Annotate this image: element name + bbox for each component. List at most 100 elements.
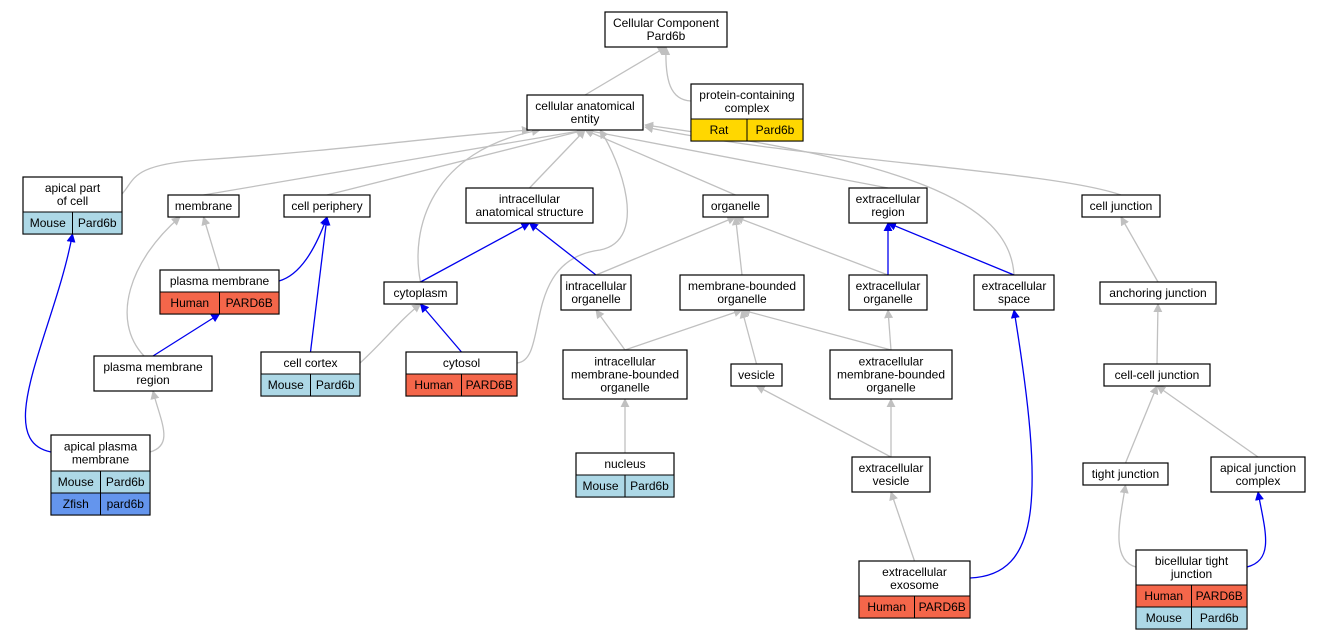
gene-label: Pard6b (316, 378, 355, 392)
edge-cae-to-root (584, 46, 667, 96)
edge-ecv-to-vesicle (755, 385, 892, 458)
edge-vesicle-to-mbo (739, 309, 758, 365)
term-label: cell periphery (291, 199, 362, 213)
term-label: extracellular (856, 279, 921, 293)
edge-pm-to-membrane (201, 216, 221, 271)
edge-organelle-to-cae (584, 129, 736, 196)
term-label: apical junction (1220, 461, 1296, 475)
species-label: Human (414, 378, 453, 392)
term-label: extracellular (859, 355, 924, 369)
term-label: membrane (72, 453, 130, 467)
species-label: Mouse (1146, 611, 1182, 625)
term-label: organelle (717, 292, 767, 306)
term-node-cytoplasm[interactable]: cytoplasm (383, 281, 458, 305)
term-box (562, 349, 688, 400)
edge-cortex-to-cytoplasm (359, 303, 422, 364)
edge-btj-to-ajc (1246, 491, 1267, 568)
term-label: region (136, 373, 169, 387)
edge-exo-to-ecv (889, 491, 916, 562)
term-label: cell-cell junction (1115, 368, 1200, 382)
edges-layer (24, 46, 1267, 579)
term-label: extracellular (982, 279, 1047, 293)
edge-aj-to-cj (1120, 216, 1159, 283)
term-label: intracellular (594, 355, 655, 369)
edge-embo-to-mbo (741, 307, 892, 351)
term-label: membrane (175, 199, 233, 213)
edge-ccj-to-aj (1153, 303, 1163, 365)
term-node-aj[interactable]: anchoring junction (1099, 281, 1217, 305)
gene-cell (310, 373, 361, 397)
term-label: of cell (57, 194, 88, 208)
edge-pmr-to-membrane (126, 216, 181, 357)
edge-imbo-to-mbo (624, 308, 743, 351)
gene-label: PARD6B (226, 296, 273, 310)
term-label: vesicle (873, 474, 910, 488)
term-node-ccj[interactable]: cell-cell junction (1103, 363, 1211, 387)
term-label: organelle (571, 292, 621, 306)
gene-label: Pard6b (1200, 611, 1239, 625)
edge-membrane-to-cae (203, 126, 586, 196)
term-box (465, 187, 594, 224)
edge-cellper-to-cae (326, 127, 586, 196)
term-node-organelle[interactable]: organelle (702, 194, 769, 218)
edge-imbo-to-io (595, 309, 626, 351)
species-label: Human (867, 600, 906, 614)
edge-ecs-to-ecr (887, 221, 1015, 276)
term-label: junction (1170, 567, 1212, 581)
term-box (973, 274, 1055, 311)
term-label: tight junction (1092, 467, 1159, 481)
edge-pmr-to-pm (152, 313, 221, 357)
term-label: cell junction (1090, 199, 1153, 213)
term-label: extracellular (882, 565, 947, 579)
term-node-cj[interactable]: cell junction (1081, 194, 1161, 218)
term-label: plasma membrane (103, 360, 203, 374)
edge-cortex-to-cellper (309, 216, 331, 353)
term-box (1103, 363, 1211, 387)
term-node-membrane[interactable]: membrane (167, 194, 240, 218)
term-box (383, 281, 458, 305)
term-label: intracellular (499, 192, 560, 206)
term-box (1099, 281, 1217, 305)
gene-cell (72, 211, 123, 235)
term-node-tj[interactable]: tight junction (1082, 462, 1169, 486)
term-label: Pard6b (647, 29, 686, 43)
term-label: anatomical structure (475, 205, 583, 219)
term-label: organelle (866, 381, 916, 395)
term-node-cellper[interactable]: cell periphery (283, 194, 371, 218)
gene-label: PARD6B (1196, 589, 1243, 603)
term-box (702, 194, 769, 218)
term-box (1082, 462, 1169, 486)
term-node-vesicle[interactable]: vesicle (730, 363, 783, 387)
term-label: complex (1236, 474, 1281, 488)
term-box (93, 355, 213, 392)
edge-btj-to-tj (1118, 484, 1137, 568)
edge-cytoplasm-to-cae (417, 127, 541, 283)
term-box (851, 456, 931, 493)
